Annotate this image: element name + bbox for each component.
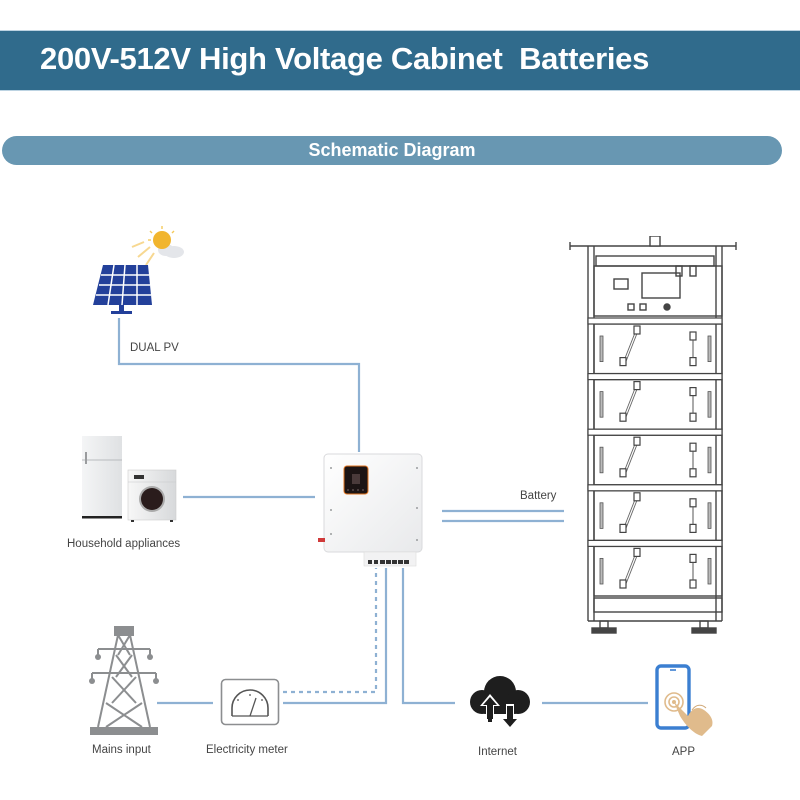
battery-cabinet-icon [569,236,737,634]
pv-line [117,318,361,452]
battery-label: Battery [520,490,557,502]
meter-ct-dashed-line [283,568,378,694]
household-appliances-label: Household appliances [67,538,181,550]
appliances-icon [82,436,177,522]
battery-module [587,317,723,375]
battery-module [587,539,723,597]
page-title: 200V-512V High Voltage Cabinet Batteries [40,41,650,76]
section-title: Schematic Diagram [308,140,476,160]
battery-module [587,428,723,486]
solar-panel-icon [93,226,184,314]
battery-module [587,484,723,542]
app-label: APP [672,746,696,758]
inverter-internet-line [401,568,455,705]
hybrid-inverter-icon [318,453,423,567]
cloud-transfer-icon [470,676,530,730]
internet-label: Internet [478,746,517,758]
meter-gauge-icon [220,678,280,726]
meter-inverter-line [283,568,388,705]
smartphone-touch-icon [655,664,713,736]
dual-pv-label: DUAL PV [130,342,179,354]
title-banner: 200V-512V High Voltage Cabinet Batteries [0,30,800,91]
electricity-meter-label: Electricity meter [206,744,288,756]
power-tower-icon [89,626,159,735]
battery-module [587,373,723,430]
mains-input-label: Mains input [92,744,151,756]
section-header: Schematic Diagram [2,136,782,165]
